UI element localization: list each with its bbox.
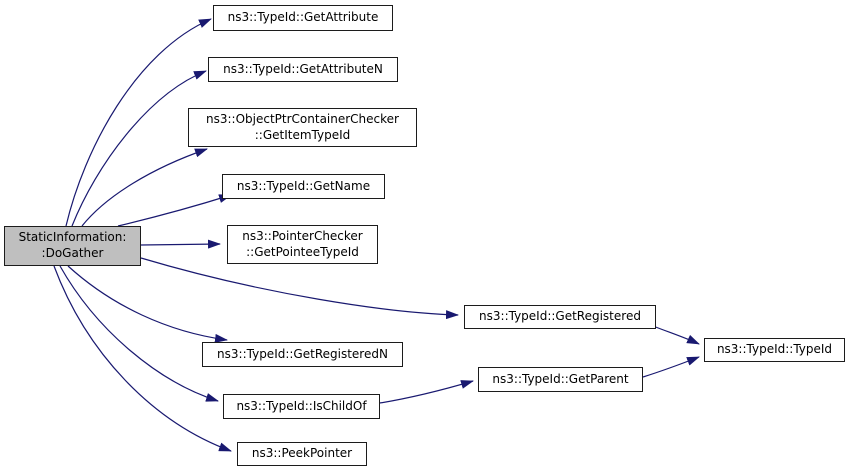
edge-dogather-getname: [117, 194, 232, 227]
node-get-attribute-n[interactable]: ns3::TypeId::GetAttributeN: [208, 57, 398, 82]
node-label: ns3::TypeId::GetParent: [492, 371, 629, 386]
node-get-registered[interactable]: ns3::TypeId::GetRegistered: [464, 305, 656, 329]
edge-getregistered-typeid: [652, 325, 700, 345]
edge-getparent-typeid: [642, 356, 700, 378]
edge-ischildof-getparent: [379, 380, 474, 404]
node-static-information-do-gather: StaticInformation: :DoGather: [4, 226, 141, 266]
node-label: ns3::TypeId::TypeId: [716, 342, 833, 357]
edge-dogather-ischildof: [59, 265, 219, 402]
node-label: ns3::PointerChecker: [242, 228, 363, 243]
node-label: ns3::TypeId::GetAttribute: [227, 10, 379, 25]
node-get-parent[interactable]: ns3::TypeId::GetParent: [478, 367, 643, 392]
node-get-name[interactable]: ns3::TypeId::GetName: [222, 174, 385, 199]
node-label: ns3::TypeId::GetAttributeN: [223, 61, 383, 76]
node-peek-pointer[interactable]: ns3::PeekPointer: [237, 442, 367, 466]
node-label: ns3::PeekPointer: [251, 446, 353, 461]
node-label: ::GetItemTypeId: [254, 127, 351, 142]
node-label: ::GetPointeeTypeId: [246, 244, 359, 259]
node-label: ns3::ObjectPtrContainerChecker: [206, 111, 399, 126]
edge-dogather-getitemtypeid: [81, 148, 208, 227]
node-type-id[interactable]: ns3::TypeId::TypeId: [704, 338, 845, 362]
edge-dogather-getattributen: [71, 70, 207, 227]
node-is-child-of[interactable]: ns3::TypeId::IsChildOf: [223, 394, 380, 419]
node-get-attribute[interactable]: ns3::TypeId::GetAttribute: [213, 5, 393, 31]
node-get-pointee-type-id[interactable]: ns3::PointerChecker ::GetPointeeTypeId: [227, 225, 378, 264]
edge-dogather-getpointeetypeid: [140, 239, 221, 249]
node-get-item-type-id[interactable]: ns3::ObjectPtrContainerChecker ::GetItem…: [188, 108, 417, 147]
node-label: ns3::TypeId::IsChildOf: [236, 398, 367, 413]
node-label: :DoGather: [41, 246, 104, 260]
edge-dogather-getregistered: [140, 257, 459, 320]
node-label: ns3::TypeId::GetName: [236, 178, 371, 193]
node-get-registered-n[interactable]: ns3::TypeId::GetRegisteredN: [202, 342, 403, 367]
edge-dogather-getregisteredn: [67, 265, 228, 343]
node-label: StaticInformation:: [18, 230, 127, 245]
node-label: ns3::TypeId::GetRegistered: [479, 309, 641, 324]
node-label: ns3::TypeId::GetRegisteredN: [217, 346, 388, 361]
